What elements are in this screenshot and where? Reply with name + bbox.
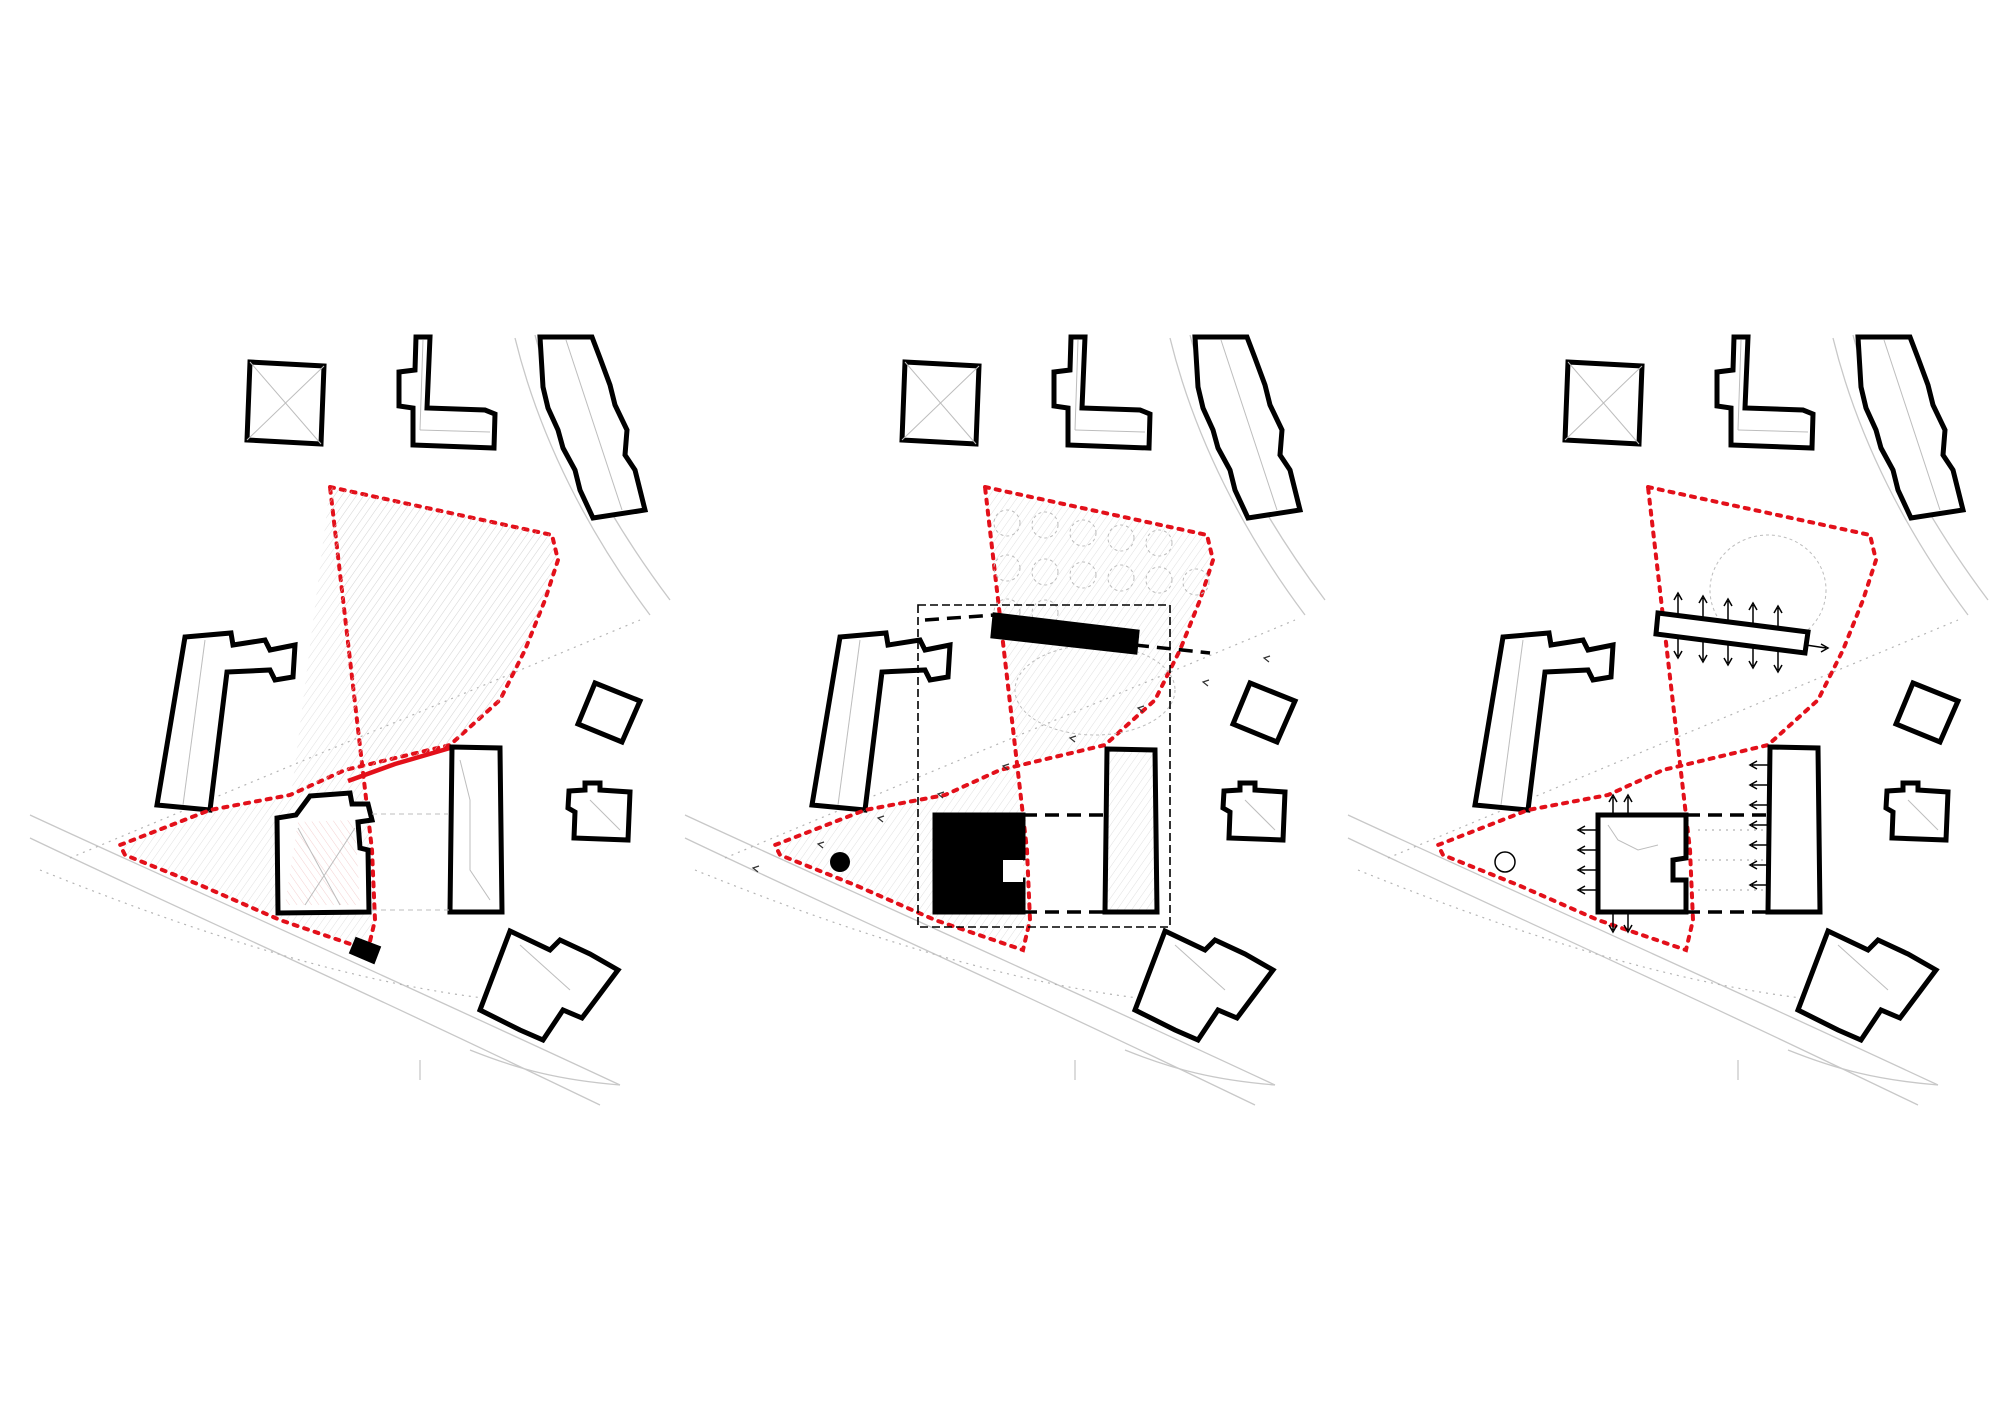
slab-building xyxy=(1102,746,1160,915)
focus-frame xyxy=(917,604,1171,928)
panel-existing xyxy=(30,335,670,1105)
existing-shed xyxy=(348,936,382,965)
slab-right-arrows xyxy=(1748,760,1770,890)
slab-arrows xyxy=(1673,591,1830,674)
solid-marker xyxy=(830,852,850,872)
site-boundary xyxy=(1435,484,1879,953)
new-slab-building xyxy=(990,612,1140,655)
hollow-marker xyxy=(1494,851,1516,873)
path-chevrons xyxy=(751,655,1271,873)
proposed-slab-right xyxy=(1765,744,1823,915)
panel-proposal xyxy=(1348,335,1988,1105)
context-buildings xyxy=(685,335,1325,1105)
main-building-arrows xyxy=(1576,793,1633,934)
proposed-slab-building xyxy=(1653,610,1811,656)
existing-wall xyxy=(347,745,451,784)
panel-concept xyxy=(685,335,1325,1105)
existing-slab-building xyxy=(447,744,505,915)
context-buildings xyxy=(1348,335,1988,1105)
